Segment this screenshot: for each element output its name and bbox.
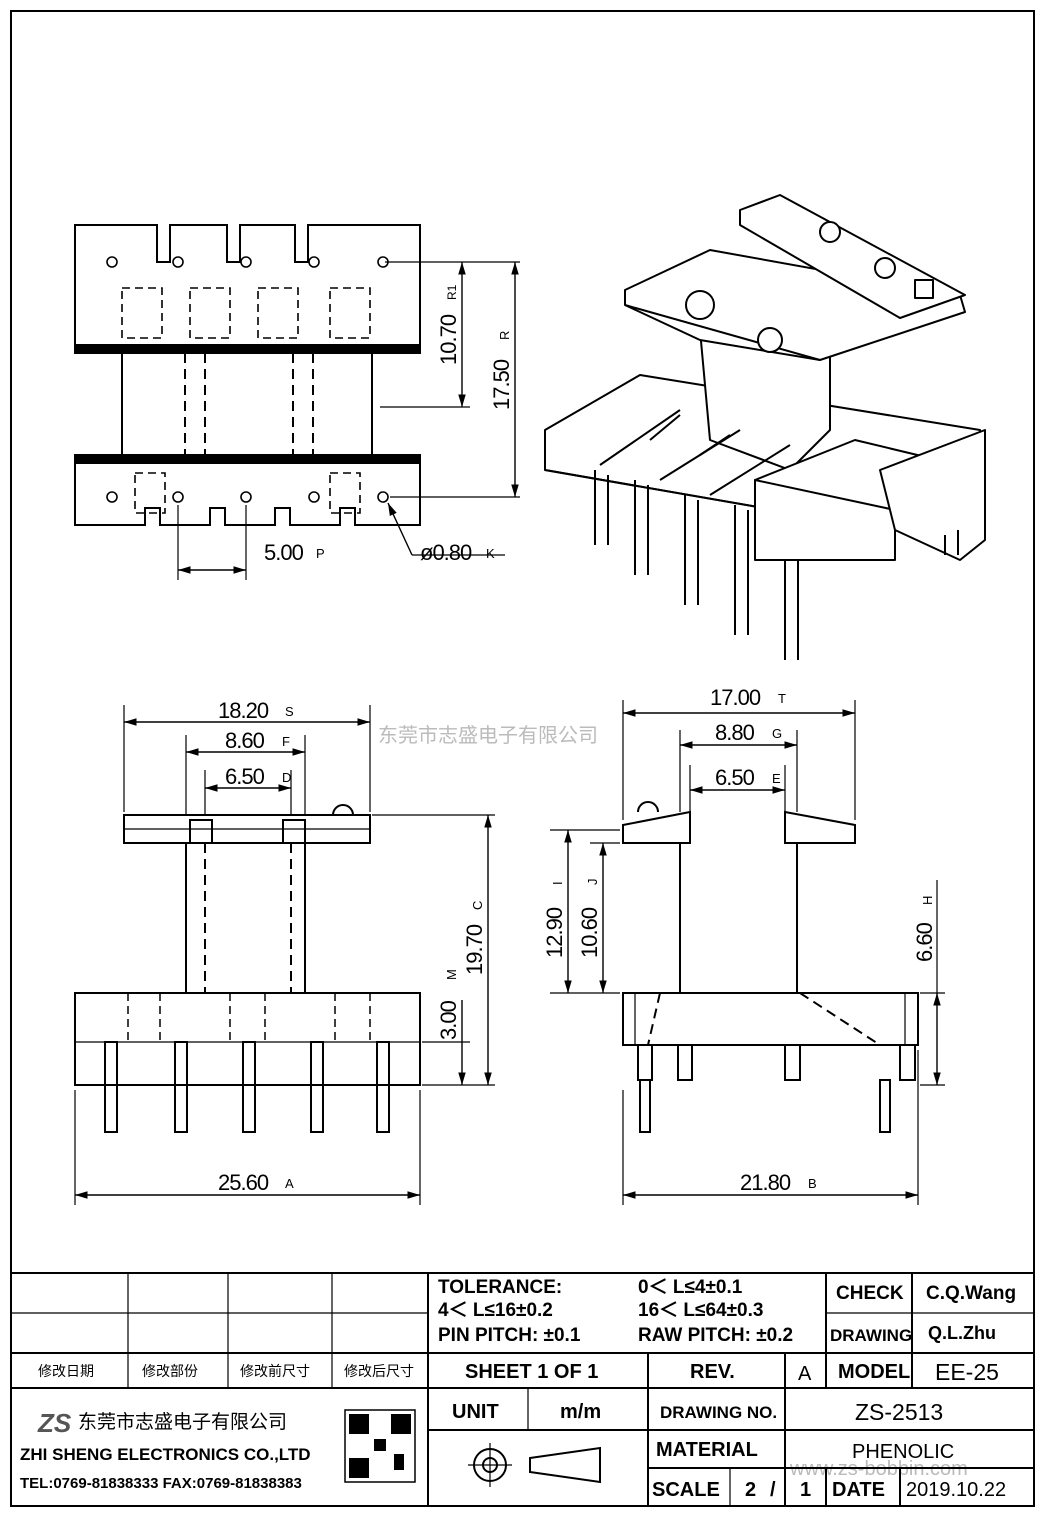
dim-19-70-ref: C <box>470 901 485 910</box>
material-label: MATERIAL <box>656 1439 758 1461</box>
top-view-dims: 10.70 R1 17.50 R 5.00 P ø0.80 K <box>264 284 514 565</box>
drawing-no-label: DRAWING NO. <box>660 1403 777 1422</box>
dim-17-00-ref: T <box>778 691 786 706</box>
dim-6-50-side-ref: E <box>772 771 781 786</box>
tolerance-3: 16＜ L≤64±0.3 <box>638 1300 763 1321</box>
model-label: MODEL <box>838 1361 910 1383</box>
drawing-by-label: DRAWING <box>830 1326 912 1345</box>
dim-19-70: 19.70 <box>462 924 487 975</box>
watermark-company: 东莞市志盛电子有限公司 <box>378 724 598 747</box>
top-view <box>74 224 520 580</box>
side-view <box>550 700 945 1205</box>
dim-8-60: 8.60 <box>225 728 265 753</box>
rev-header-before: 修改前尺寸 <box>240 1363 310 1379</box>
dim-12-90: 12.90 <box>542 907 567 958</box>
model-value: EE-25 <box>935 1359 999 1385</box>
scale-sep: / <box>770 1479 776 1501</box>
scale-label: SCALE <box>652 1479 720 1501</box>
dim-25-60-ref: A <box>285 1176 294 1191</box>
tolerance-label: TOLERANCE: <box>438 1277 562 1298</box>
title-block-text: TOLERANCE: 0＜ L≤4±0.1 4＜ L≤16±0.2 16＜ L≤… <box>20 1277 1016 1501</box>
title-block <box>11 1272 1034 1506</box>
dim-6-60: 6.60 <box>912 922 937 962</box>
sheet-count: SHEET 1 OF 1 <box>465 1361 598 1383</box>
dim-pin-pitch-ref: P <box>316 546 325 561</box>
dim-8-60-ref: F <box>282 734 290 749</box>
rev-header-part: 修改部份 <box>142 1363 198 1379</box>
check-label: CHECK <box>836 1283 904 1304</box>
dim-17-00: 17.00 <box>710 685 761 710</box>
dim-pin-dia: ø0.80 <box>420 540 472 565</box>
dim-6-60-ref: H <box>920 896 935 905</box>
dim-10-70-ref: R1 <box>445 284 459 300</box>
rev-value: A <box>798 1363 812 1385</box>
company-name-en: ZHI SHENG ELECTRONICS CO.,LTD <box>20 1445 311 1464</box>
scale-b: 1 <box>800 1479 811 1501</box>
material-value: PHENOLIC <box>852 1441 954 1463</box>
dim-10-60: 10.60 <box>577 907 602 958</box>
scale-a: 2 <box>745 1479 756 1501</box>
dim-21-80-ref: B <box>808 1176 817 1191</box>
dim-8-80-ref: G <box>772 726 782 741</box>
front-view-dims: 18.20 S 8.60 F 6.50 D 19.70 C 3.00 M 25.… <box>218 698 487 1195</box>
dim-3-00: 3.00 <box>436 1000 461 1040</box>
pin-pitch-tol: PIN PITCH: ±0.1 <box>438 1325 581 1346</box>
front-view <box>74 705 495 1205</box>
side-view-dims: 17.00 T 8.80 G 6.50 E 12.90 I 10.60 J 6.… <box>542 685 937 1195</box>
dim-18-20-ref: S <box>285 704 294 719</box>
unit-value: m/m <box>560 1401 601 1423</box>
dim-21-80: 21.80 <box>740 1170 791 1195</box>
company-contact: TEL:0769-81838333 FAX:0769-81838383 <box>20 1475 302 1492</box>
dim-6-50-front: 6.50 <box>225 764 265 789</box>
rev-label: REV. <box>690 1361 735 1383</box>
rev-header-after: 修改后尺寸 <box>344 1363 414 1379</box>
drawing-by-value: Q.L.Zhu <box>928 1323 996 1343</box>
dim-25-60: 25.60 <box>218 1170 269 1195</box>
dim-8-80: 8.80 <box>715 720 755 745</box>
sheet-border <box>10 10 1035 1507</box>
raw-pitch-tol: RAW PITCH: ±0.2 <box>638 1325 793 1346</box>
company-name-cn: 东莞市志盛电子有限公司 <box>78 1411 287 1433</box>
dim-17-50-ref: R <box>497 331 512 340</box>
company-logo: ZS <box>37 1408 72 1438</box>
tolerance-1: 0＜ L≤4±0.1 <box>638 1277 743 1298</box>
rev-header-date: 修改日期 <box>38 1363 94 1379</box>
date-value: 2019.10.22 <box>906 1479 1006 1501</box>
date-label: DATE <box>832 1479 885 1501</box>
dim-17-50: 17.50 <box>489 359 514 410</box>
dim-10-70: 10.70 <box>436 314 461 365</box>
dim-3-00-ref: M <box>444 969 459 980</box>
dim-10-60-ref: J <box>585 879 600 886</box>
unit-label: UNIT <box>452 1401 499 1423</box>
check-value: C.Q.Wang <box>926 1283 1016 1304</box>
tolerance-2: 4＜ L≤16±0.2 <box>438 1300 553 1321</box>
dim-pin-pitch: 5.00 <box>264 540 304 565</box>
dim-12-90-ref: I <box>550 881 565 885</box>
dim-6-50-front-ref: D <box>282 770 291 785</box>
dim-6-50-side: 6.50 <box>715 765 755 790</box>
isometric-view <box>544 194 986 660</box>
drawing-no-value: ZS-2513 <box>855 1399 943 1425</box>
dim-18-20: 18.20 <box>218 698 269 723</box>
dim-pin-dia-ref: K <box>486 546 495 561</box>
